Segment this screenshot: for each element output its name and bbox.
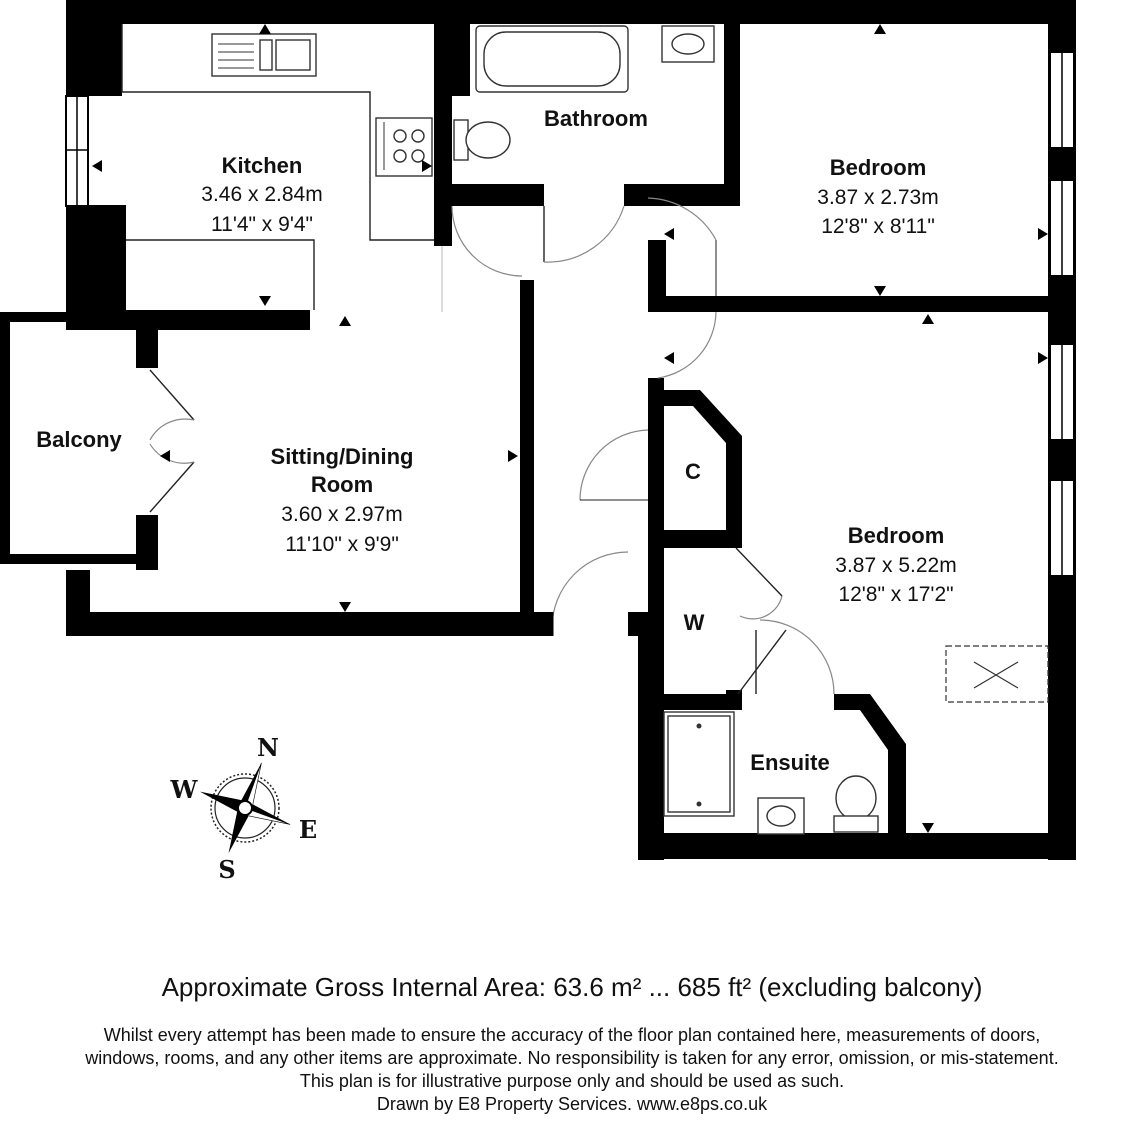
- disclaimer: Whilst every attempt has been made to en…: [0, 1024, 1144, 1116]
- ensuite-fixtures: [663, 711, 879, 835]
- kitchen-imperial: 11'4" x 9'4": [211, 213, 313, 236]
- bedroom2-metric: 3.87 x 5.22m: [835, 554, 956, 577]
- room-wardrobe: W: [684, 610, 705, 635]
- sitting-name-line2: Room: [311, 472, 373, 497]
- windows: [65, 51, 1075, 577]
- compass-east: E: [299, 815, 317, 844]
- kitchen-name: Kitchen: [222, 153, 303, 178]
- room-bedroom-1: Bedroom 3.87 x 2.73m 12'8" x 8'11": [817, 155, 938, 238]
- room-bathroom: Bathroom: [544, 106, 648, 131]
- balcony-name: Balcony: [36, 427, 122, 452]
- skylight: [945, 645, 1049, 703]
- wardrobe-name: W: [684, 610, 705, 635]
- bedroom1-metric: 3.87 x 2.73m: [817, 186, 938, 209]
- kitchen-fixtures: [121, 24, 434, 310]
- balcony-outline: [0, 312, 140, 564]
- compass-south: S: [218, 855, 235, 884]
- room-balcony: Balcony: [36, 427, 122, 452]
- bedroom2-name: Bedroom: [848, 523, 945, 548]
- room-sitting-dining: Sitting/Dining Room 3.60 x 2.97m 11'10" …: [271, 444, 414, 556]
- cupboard-name: C: [685, 459, 701, 484]
- bedroom2-imperial: 12'8" x 17'2": [838, 583, 953, 606]
- compass-rose: N S E W: [170, 733, 318, 884]
- credit-line: Drawn by E8 Property Services. www.e8ps.…: [376, 1094, 768, 1114]
- room-bedroom-2: Bedroom 3.87 x 5.22m 12'8" x 17'2": [835, 523, 956, 606]
- room-ensuite: Ensuite: [750, 750, 829, 775]
- sitting-name-line1: Sitting/Dining: [271, 444, 414, 469]
- disclaimer-line-2: windows, rooms, and any other items are …: [85, 1048, 1059, 1068]
- gross-internal-area: Approximate Gross Internal Area: 63.6 m²…: [161, 972, 983, 1002]
- bathroom-name: Bathroom: [544, 106, 648, 131]
- dimension-arrows: [92, 24, 1048, 833]
- disclaimer-line-1: Whilst every attempt has been made to en…: [103, 1025, 1041, 1045]
- ensuite-name: Ensuite: [750, 750, 829, 775]
- sitting-imperial: 11'10" x 9'9": [285, 533, 399, 556]
- bathroom-fixtures: [453, 25, 715, 161]
- room-cupboard: C: [685, 459, 701, 484]
- disclaimer-line-3: This plan is for illustrative purpose on…: [299, 1071, 845, 1091]
- room-kitchen: Kitchen 3.46 x 2.84m 11'4" x 9'4": [201, 153, 322, 236]
- compass-west: W: [170, 775, 199, 804]
- bedroom1-name: Bedroom: [830, 155, 927, 180]
- floor-plan: Kitchen 3.46 x 2.84m 11'4" x 9'4" Bathro…: [0, 0, 1076, 884]
- bedroom1-imperial: 12'8" x 8'11": [821, 215, 935, 238]
- sitting-metric: 3.60 x 2.97m: [281, 503, 402, 526]
- kitchen-metric: 3.46 x 2.84m: [201, 183, 322, 206]
- compass-north: N: [257, 733, 279, 762]
